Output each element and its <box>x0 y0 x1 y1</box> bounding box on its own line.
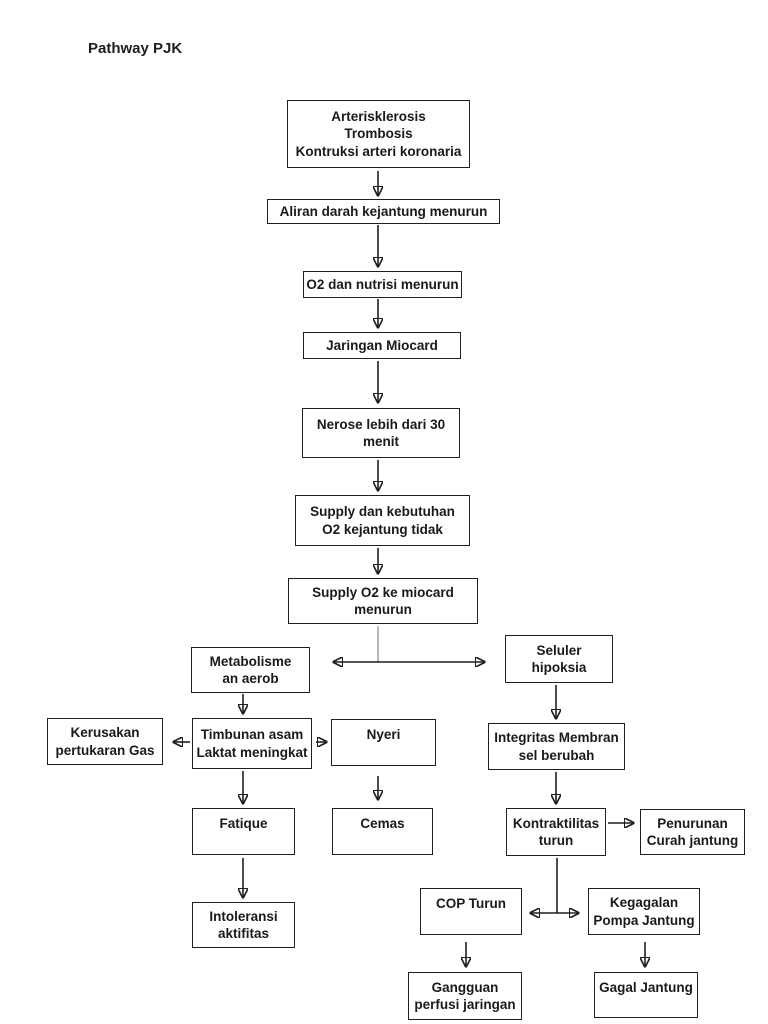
node-nyeri: Nyeri <box>331 719 436 766</box>
node-jaringan-miocard: Jaringan Miocard <box>303 332 461 359</box>
node-kerusakan-gas: Kerusakan pertukaran Gas <box>47 718 163 765</box>
node-fatique: Fatique <box>192 808 295 855</box>
node-gagal-jantung: Gagal Jantung <box>594 972 698 1018</box>
node-cemas: Cemas <box>332 808 433 855</box>
page-title: Pathway PJK <box>88 40 183 57</box>
node-nerose: Nerose lebih dari 30 menit <box>302 408 460 458</box>
node-o2-nutrisi: O2 dan nutrisi menurun <box>303 271 462 298</box>
node-seluler-hipoksia: Seluler hipoksia <box>505 635 613 683</box>
node-arterisklerosis: Arterisklerosis Trombosis Kontruksi arte… <box>287 100 470 168</box>
node-supply-o2: Supply O2 ke miocard menurun <box>288 578 478 624</box>
node-timbunan-asam: Timbunan asam Laktat meningkat <box>192 718 312 769</box>
node-integritas-membran: Integritas Membran sel berubah <box>488 723 625 770</box>
node-aliran-darah: Aliran darah kejantung menurun <box>267 199 500 224</box>
node-penurunan-curah: Penurunan Curah jantung <box>640 809 745 855</box>
node-intoleransi: Intoleransi aktifitas <box>192 902 295 948</box>
node-kontraktilitas: Kontraktilitas turun <box>506 808 606 856</box>
node-metabolisme: Metabolisme an aerob <box>191 647 310 693</box>
node-kegagalan-pompa: Kegagalan Pompa Jantung <box>588 888 700 935</box>
node-supply-kebutuhan: Supply dan kebutuhan O2 kejantung tidak <box>295 495 470 546</box>
node-gangguan-perfusi: Gangguan perfusi jaringan <box>408 972 522 1020</box>
node-cop-turun: COP Turun <box>420 888 522 935</box>
